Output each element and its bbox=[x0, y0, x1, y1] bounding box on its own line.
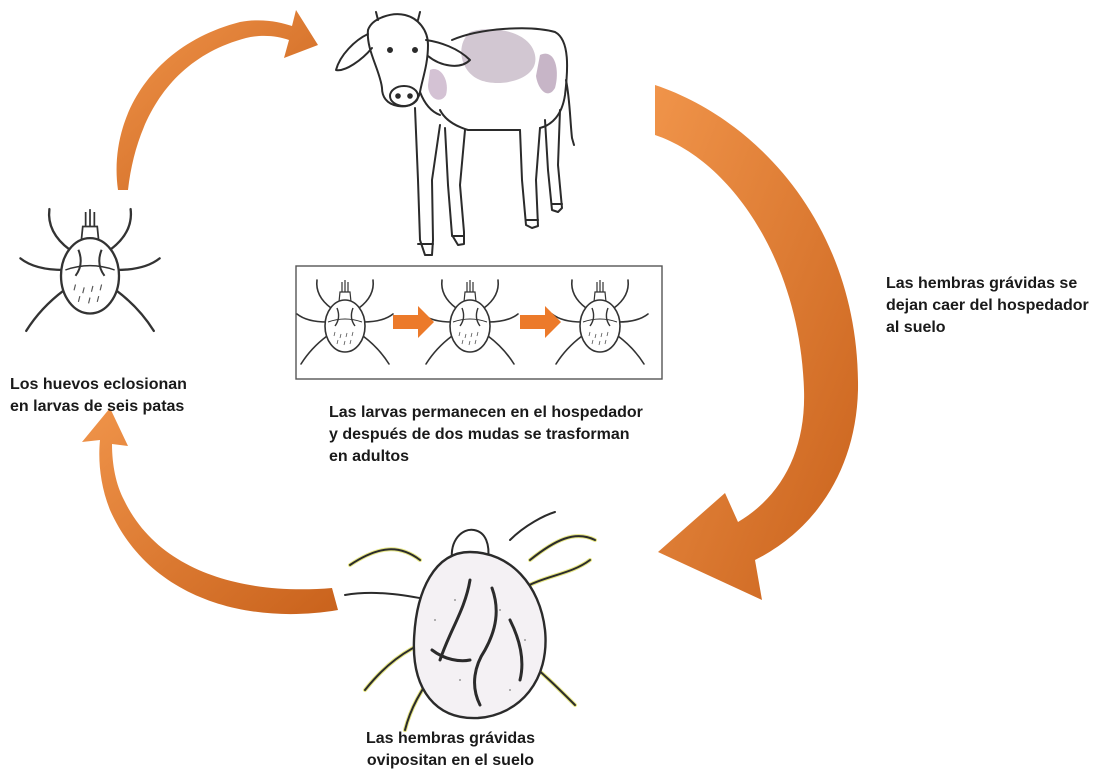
hatch-label-line-1: Los huevos eclosionan bbox=[10, 374, 187, 396]
drop-label: Las hembras grávidas se dejan caer del h… bbox=[886, 273, 1089, 339]
arrow-larva-to-host bbox=[117, 10, 318, 190]
lay-label-line-1: Las hembras grávidas bbox=[366, 728, 535, 750]
hatch-label-line-2: en larvas de seis patas bbox=[10, 396, 187, 418]
arrow-host-to-ground bbox=[655, 85, 858, 600]
host-label-line-1: Las larvas permanecen en el hospedador bbox=[329, 402, 643, 424]
six-legged-larva-icon bbox=[20, 209, 159, 331]
hatch-label: Los huevos eclosionan en larvas de seis … bbox=[10, 374, 187, 418]
drop-label-line-1: Las hembras grávidas se bbox=[886, 273, 1089, 295]
calf-host-icon bbox=[336, 12, 574, 255]
drop-label-line-2: dejan caer del hospedador bbox=[886, 295, 1089, 317]
host-label-line-2: y después de dos mudas se trasforman bbox=[329, 424, 643, 446]
arrow-ground-to-larva bbox=[82, 408, 338, 614]
host-label-line-3: en adultos bbox=[329, 446, 643, 468]
host-label: Las larvas permanecen en el hospedador y… bbox=[329, 402, 643, 468]
lay-label-line-2: ovipositan en el suelo bbox=[366, 750, 535, 772]
lay-label: Las hembras grávidas ovipositan en el su… bbox=[366, 728, 535, 772]
drop-label-line-3: al suelo bbox=[886, 317, 1089, 339]
engorged-female-tick-icon bbox=[345, 512, 595, 730]
